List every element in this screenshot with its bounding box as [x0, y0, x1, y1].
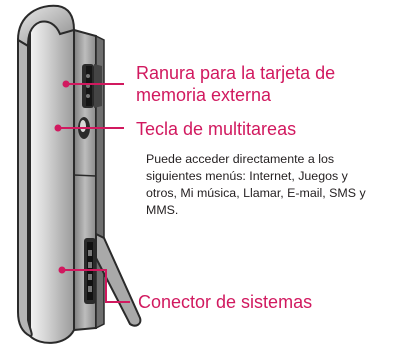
multitask-description-line-4: MMS. [146, 203, 179, 217]
phone-left-rim [17, 38, 33, 338]
multitask-description-line-3: otros, Mi música, Llamar, E-mail, SMS y [146, 186, 366, 200]
leader-system-connector [62, 269, 130, 303]
multitask-key-description: Puede acceder directamente a los siguien… [146, 151, 366, 219]
phone-back-shell [29, 9, 75, 344]
multitask-key-label: Tecla de multitareas [136, 119, 297, 139]
phone-hinge [16, 4, 76, 48]
memory-slot-label-line-1: Ranura para la tarjeta de [136, 63, 336, 83]
multitask-description-line-2: siguientes menús: Internet, Juegos y [146, 169, 348, 183]
memory-slot-label-line-2: memoria externa [136, 85, 272, 105]
memory-slot-label: Ranura para la tarjeta de memoria extern… [136, 62, 335, 106]
phone-split-line [73, 174, 97, 177]
memory-card-slot [82, 64, 102, 108]
leader-lines [54, 80, 130, 303]
system-connector-label: Conector de sistemas [138, 292, 313, 312]
multitask-description-line-1: Puede acceder directamente a los [146, 152, 335, 166]
